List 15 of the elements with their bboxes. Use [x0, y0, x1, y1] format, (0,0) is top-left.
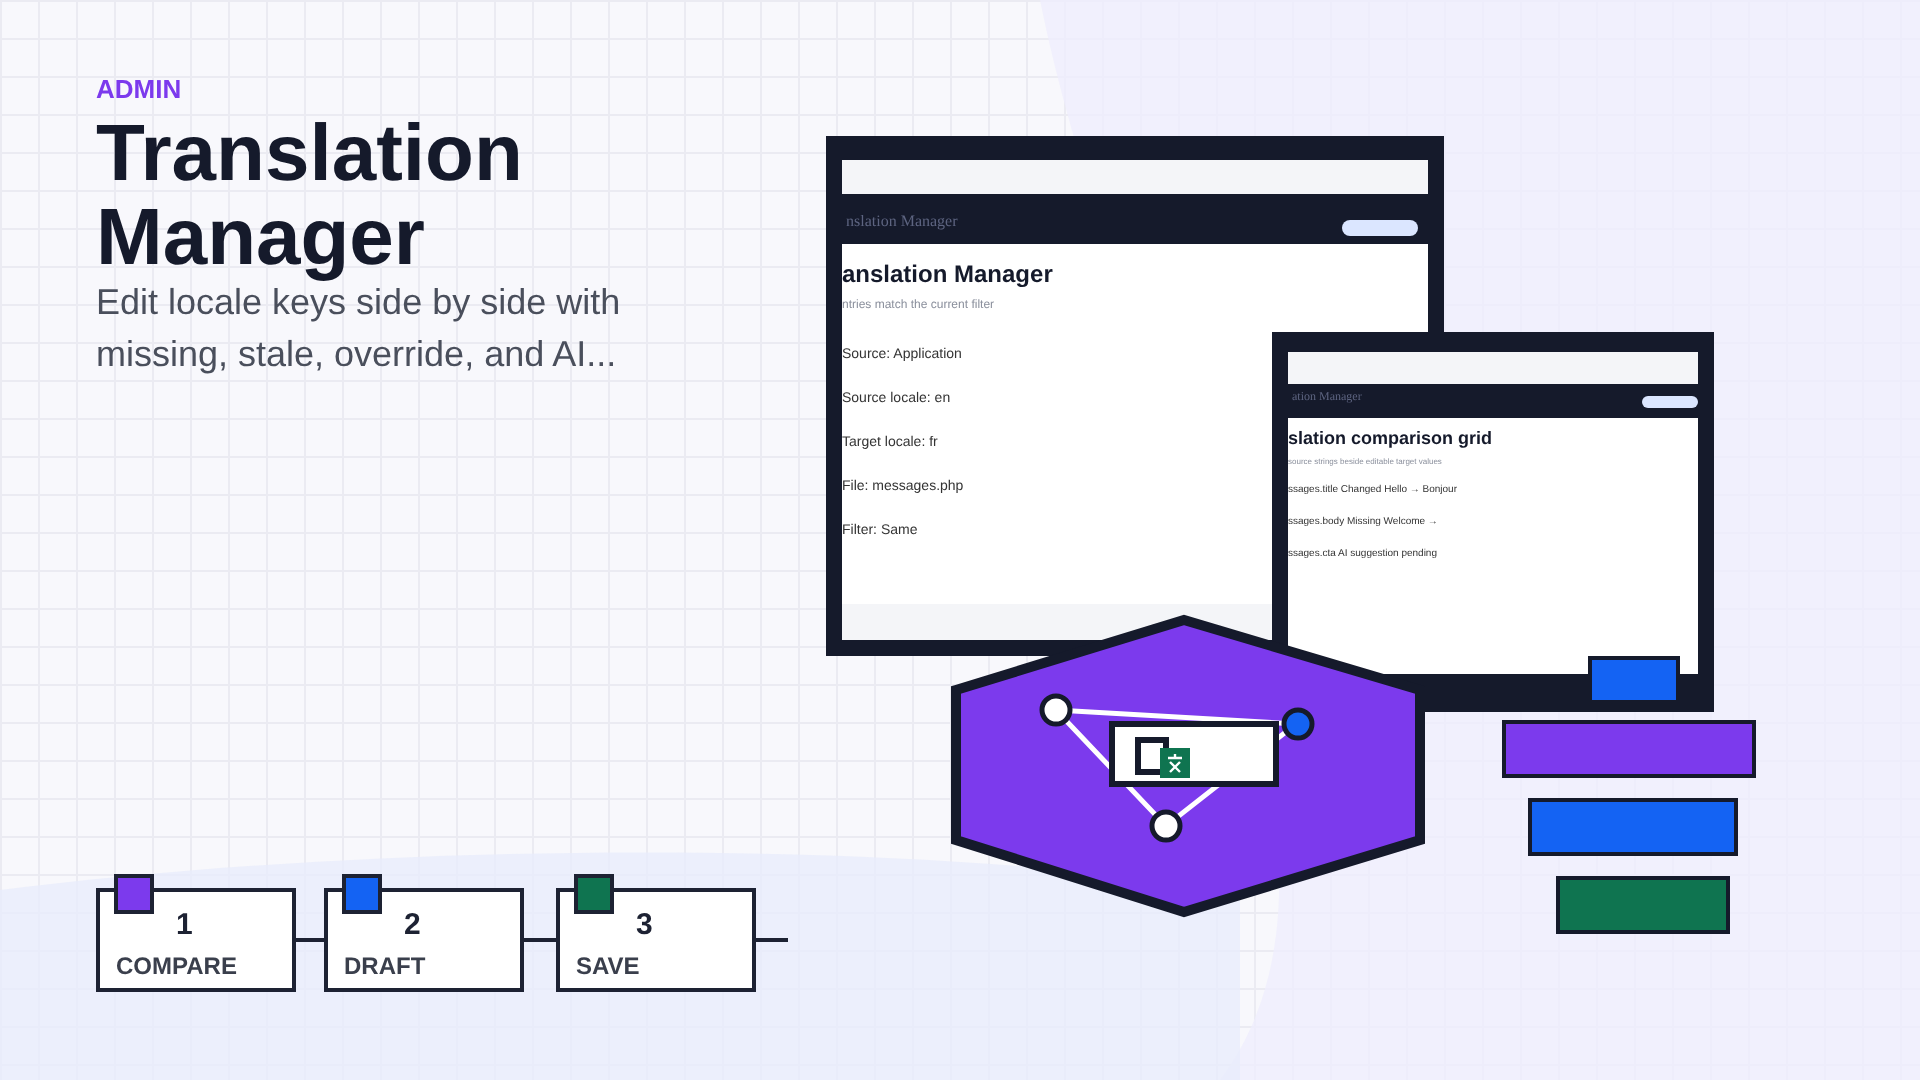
- connector-line: [296, 938, 324, 942]
- nav-title: nslation Manager: [846, 212, 958, 232]
- connector-line: [756, 938, 788, 942]
- step-number: 1: [176, 908, 193, 944]
- page-heading: anslation Manager: [842, 260, 1053, 289]
- step-label: SAVE: [576, 952, 640, 981]
- page-heading: slation comparison grid: [1288, 428, 1493, 450]
- step-number: 2: [404, 908, 421, 944]
- subtitle-text: Edit locale keys side by side with missing, stale, override, and AI...: [96, 281, 623, 379]
- title: Translation Manager: [96, 112, 525, 280]
- step-number: 3: [636, 908, 653, 944]
- step-label: COMPARE: [116, 952, 237, 981]
- step-label: DRAFT: [344, 952, 426, 981]
- connector-line: [524, 938, 556, 942]
- kicker-text: ADMIN: [96, 74, 182, 106]
